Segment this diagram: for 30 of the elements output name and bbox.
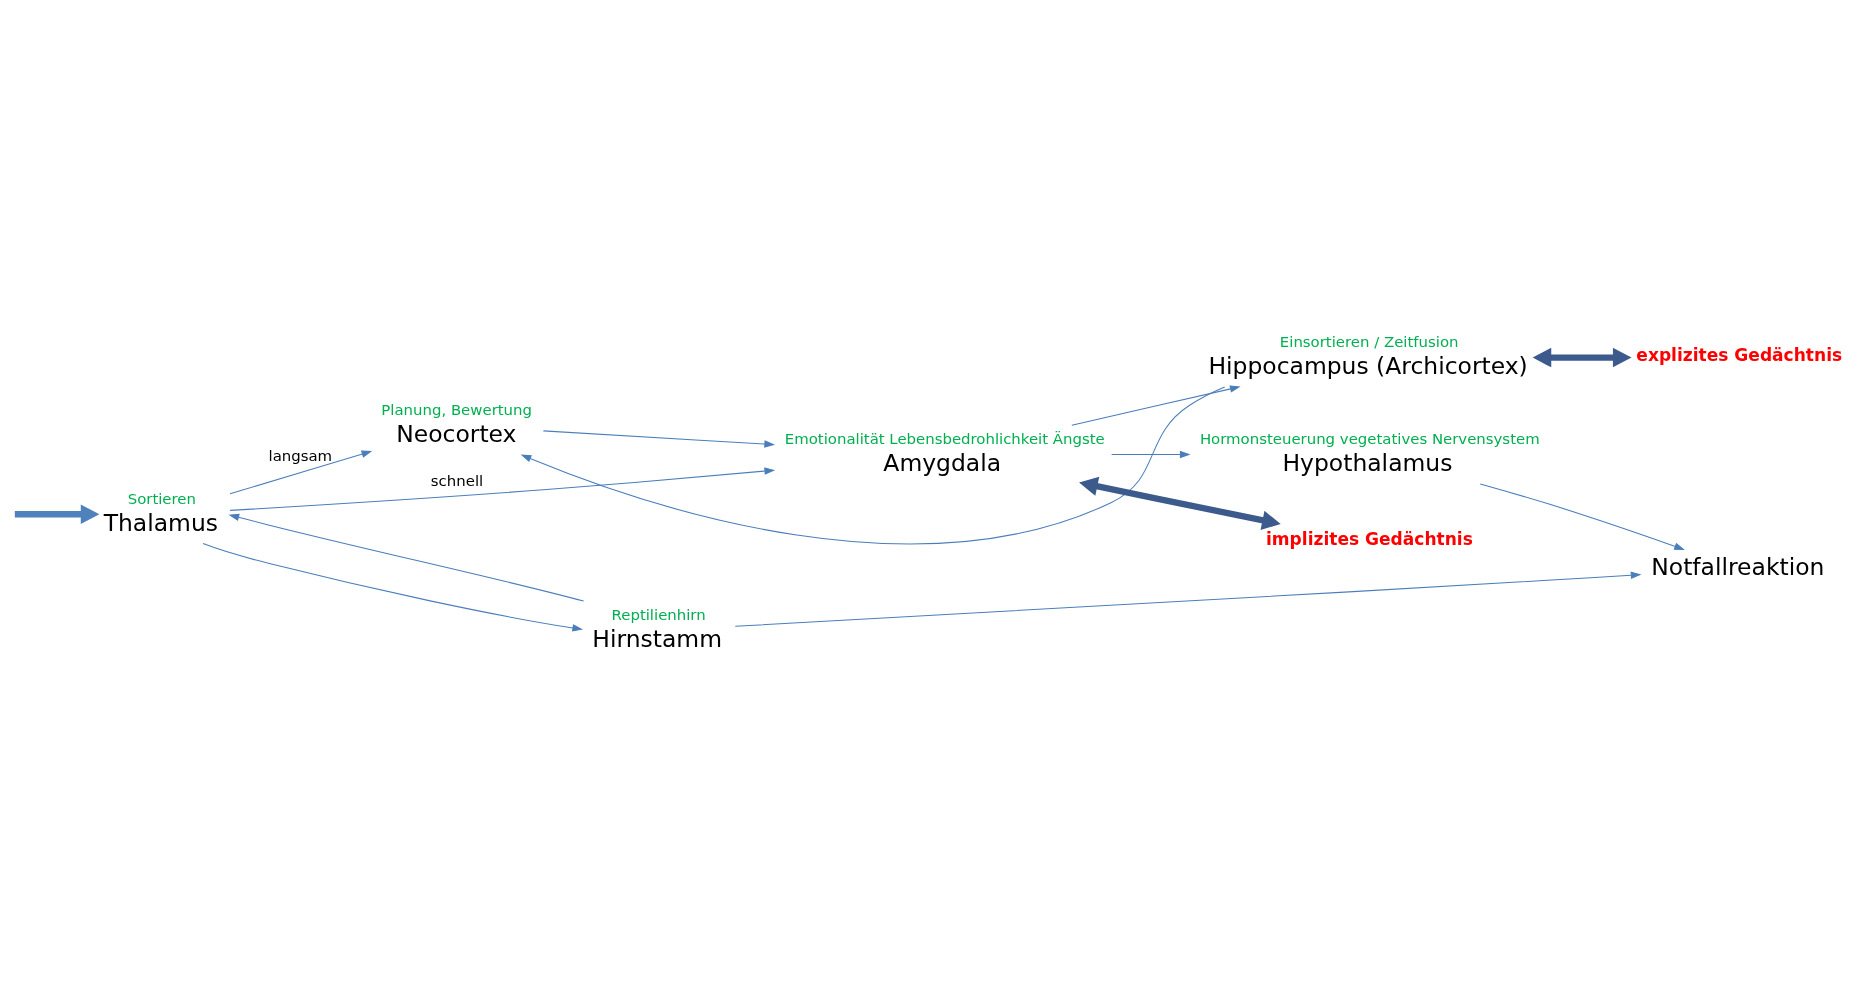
arrow [228, 513, 585, 602]
arrow [1079, 476, 1281, 530]
node-text: explizites Gedächtnis [1636, 344, 1843, 365]
node-text: Neocortex [396, 419, 517, 448]
node-label: Emotionalität Lebensbedrohlichkeit Ängste [784, 429, 1105, 448]
arrow [542, 429, 776, 448]
arrow [1111, 450, 1191, 458]
arrow [202, 542, 584, 632]
arrow [229, 466, 776, 511]
node-text: Hirnstamm [592, 624, 723, 653]
node-label: Hormonsteuerung vegetatives Nervensystem [1199, 429, 1540, 448]
node-label: Sortieren [127, 489, 196, 508]
arrow [1532, 347, 1632, 367]
edge-label: langsam [268, 446, 333, 465]
arrow [14, 504, 100, 524]
edge-label: schnell [430, 471, 484, 490]
node-text: Hippocampus (Archicortex) [1208, 351, 1528, 380]
arrow [1479, 482, 1685, 550]
node-label: Planung, Bewertung [381, 400, 532, 419]
node-text: Amygdala [883, 448, 1002, 477]
node-label: Reptilienhirn [611, 605, 706, 624]
node-text: Hypothalamus [1282, 448, 1453, 477]
node-label: Einsortieren / Zeitfusion [1279, 332, 1459, 351]
node-text: implizites Gedächtnis [1265, 528, 1473, 549]
arrow [1071, 384, 1241, 426]
arrow [734, 571, 1642, 627]
node-text: Notfallreaktion [1651, 552, 1825, 581]
arrow [229, 450, 373, 494]
arrow [520, 386, 1226, 544]
node-text: Thalamus [103, 508, 219, 537]
